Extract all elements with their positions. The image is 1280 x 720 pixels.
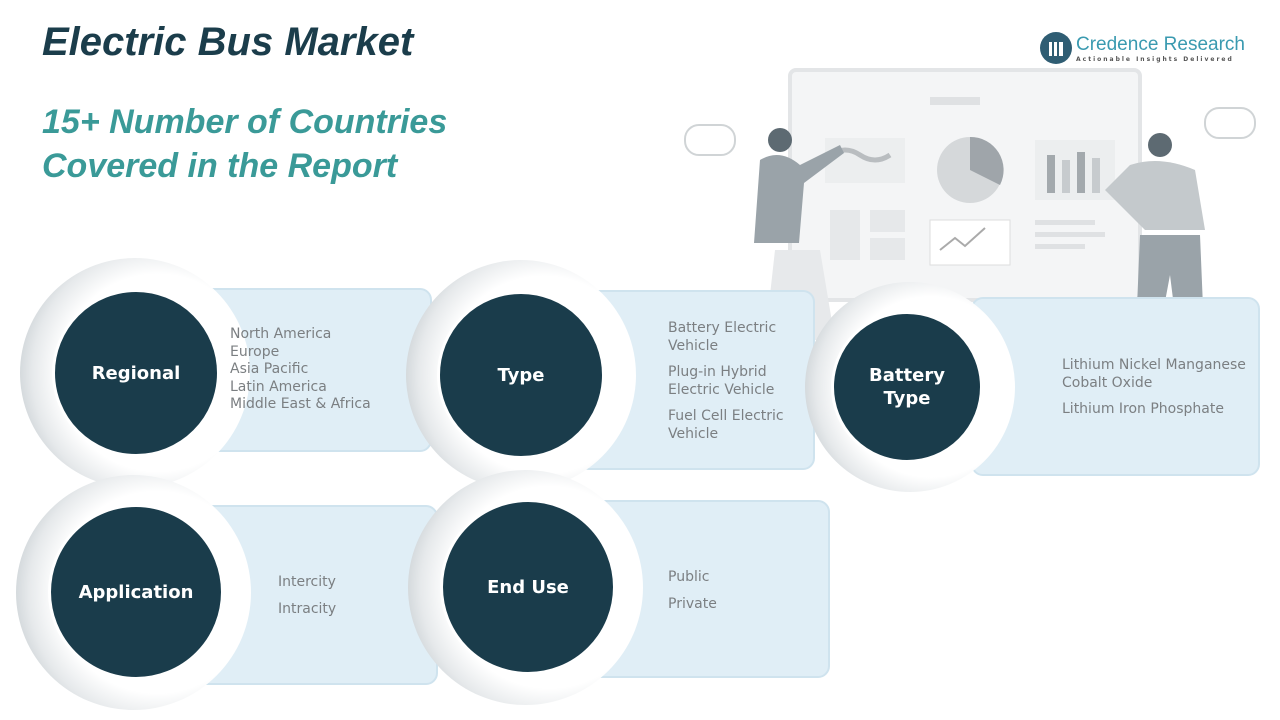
- segment-label: End Use: [487, 576, 569, 598]
- list-item: Europe: [230, 343, 280, 360]
- application-circle: Application: [48, 504, 224, 680]
- battery-type-list: Lithium Nickel Manganese Cobalt Oxide Li…: [1062, 357, 1257, 428]
- list-item: Lithium Iron Phosphate: [1062, 401, 1224, 417]
- list-item: Lithium Nickel Manganese Cobalt Oxide: [1062, 357, 1246, 391]
- application-list: Intercity Intracity: [278, 574, 336, 627]
- list-item: Fuel Cell Electric Vehicle: [668, 408, 784, 442]
- regional-circle: Regional: [52, 289, 220, 457]
- list-item: Asia Pacific: [230, 361, 309, 377]
- subtitle-line-1: 15+ Number of Countries: [42, 103, 448, 141]
- list-item: Latin America: [230, 378, 327, 395]
- label-line: Battery: [869, 365, 945, 386]
- segment-label: Regional: [91, 362, 181, 384]
- label-line: Type: [883, 388, 931, 409]
- logo-name: Credence Research: [1076, 33, 1245, 55]
- end-use-list: Public Private: [668, 569, 717, 622]
- logo-icon: [1040, 32, 1072, 64]
- list-item: North America: [230, 326, 332, 342]
- list-item: Middle East & Africa: [230, 396, 371, 412]
- list-item: Intercity: [278, 574, 336, 590]
- regional-list: North America Europe Asia Pacific Latin …: [230, 326, 371, 414]
- end-use-circle: End Use: [440, 499, 616, 675]
- subtitle-line-2: Covered in the Report: [42, 147, 398, 185]
- presentation-illustration: [684, 68, 1256, 355]
- list-item: Public: [668, 569, 710, 585]
- logo-tagline: Actionable Insights Delivered: [1076, 55, 1234, 63]
- type-list: Battery Electric Vehicle Plug-in Hybrid …: [668, 320, 808, 452]
- segment-label: Application: [78, 581, 194, 603]
- battery-type-box: [971, 297, 1260, 476]
- list-item: Intracity: [278, 600, 337, 617]
- type-circle: Type: [437, 291, 605, 459]
- page-title: Electric Bus Market: [42, 20, 414, 64]
- list-item: Plug-in Hybrid Electric Vehicle: [668, 364, 775, 398]
- list-item: Private: [668, 595, 717, 612]
- segment-label: Type: [497, 364, 545, 386]
- list-item: Battery Electric Vehicle: [668, 320, 777, 354]
